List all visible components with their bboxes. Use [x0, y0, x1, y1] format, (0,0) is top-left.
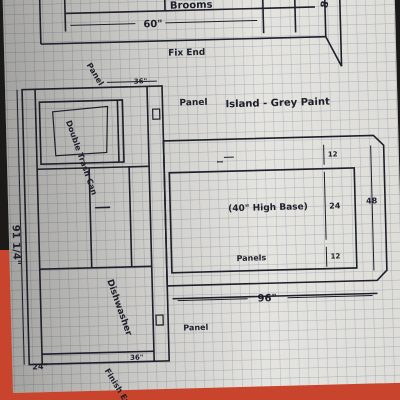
label-panel-top: Panel — [179, 98, 207, 109]
label-60: 60" — [143, 19, 162, 30]
label-36-bottom: 36" — [130, 354, 144, 362]
top-dimension-60 — [70, 19, 258, 26]
label-dim-side: 24" — [32, 362, 48, 371]
label-island: Island - Grey Paint — [225, 97, 330, 111]
panel-marker-top — [151, 108, 161, 120]
label-96: 96" — [257, 293, 276, 304]
label-24: 24 — [329, 201, 341, 210]
label-panels: Panels — [236, 253, 266, 263]
island-dimensions — [16, 80, 375, 365]
label-dim-left: 91 1/4" — [10, 225, 22, 265]
label-panel-bottom: Panel — [183, 323, 208, 333]
label-12a: 12 — [328, 150, 338, 158]
label-arrow-note: ꟷ — [217, 158, 223, 166]
paper-shadow — [2, 0, 400, 393]
label-high-base: (40" High Base) — [228, 202, 308, 214]
label-12b: 12 — [330, 252, 340, 260]
label-48: 48 — [366, 196, 378, 205]
island-outline — [162, 134, 388, 300]
label-36-top: 36" — [134, 77, 148, 85]
trash-can-sketch — [52, 105, 109, 157]
panel-marker-bottom — [155, 314, 164, 326]
label-fix-end: Fix End — [168, 48, 205, 59]
label-brooms: Brooms — [170, 0, 213, 12]
top-cabinet — [38, 0, 343, 67]
label-top-right: 8' — [319, 0, 332, 9]
